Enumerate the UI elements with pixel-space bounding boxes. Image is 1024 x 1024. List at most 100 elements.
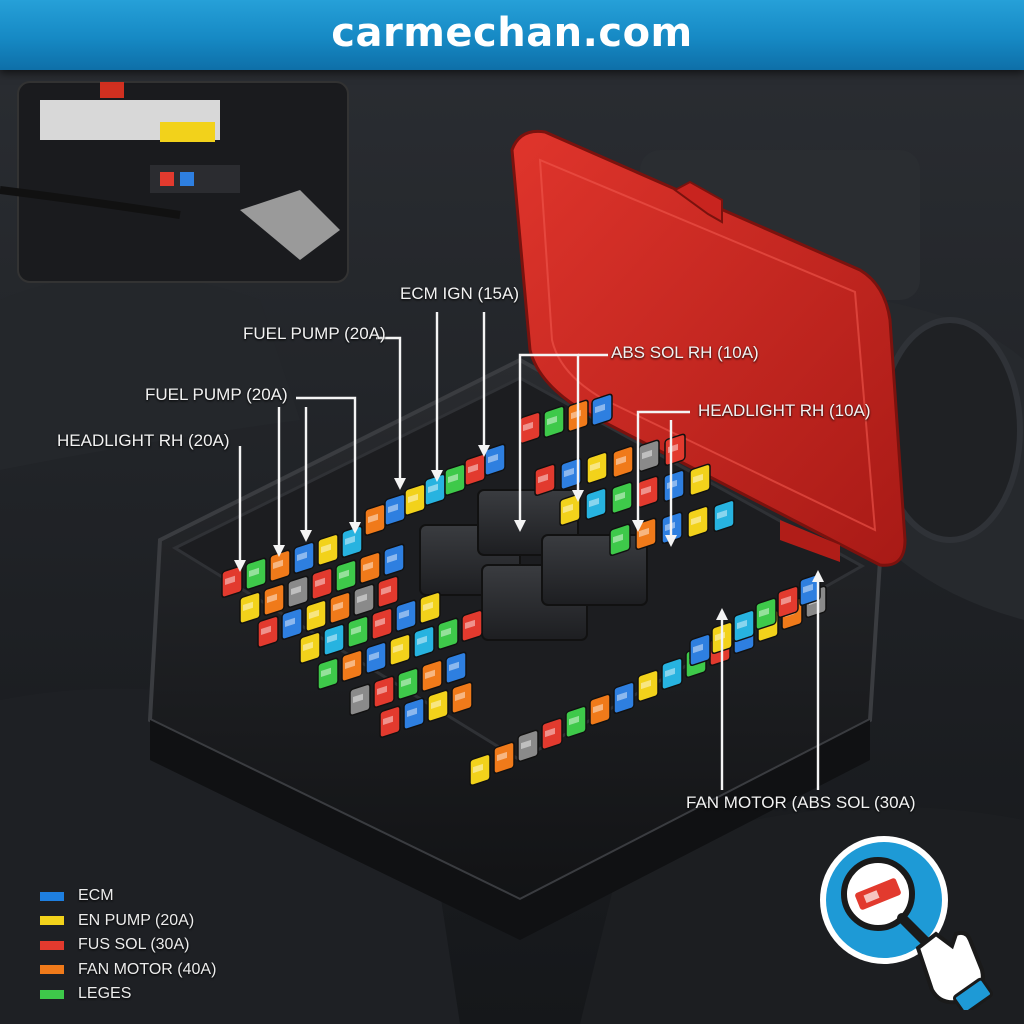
fuse	[637, 475, 659, 509]
fuse	[341, 649, 363, 682]
fuse	[329, 591, 351, 624]
fuse	[293, 541, 315, 574]
fuse	[377, 575, 399, 608]
callout-arrowheads	[234, 445, 824, 620]
fuse	[635, 517, 657, 551]
fuse	[419, 591, 441, 625]
fuse	[559, 493, 581, 527]
legend-label: EN PUMP (20A)	[78, 911, 195, 929]
fuse	[384, 493, 406, 526]
fuse	[317, 533, 339, 566]
fuse	[586, 451, 608, 485]
fuse	[245, 557, 267, 590]
fuse	[383, 543, 405, 576]
fuse	[755, 597, 777, 631]
fuse	[638, 439, 660, 473]
callout-headlight-rh-10a: HEADLIGHT RH (10A)	[698, 401, 871, 420]
fuse	[445, 651, 467, 685]
fuse	[404, 483, 426, 517]
fuse	[299, 631, 321, 664]
fuse	[444, 463, 466, 497]
fuse	[661, 657, 683, 691]
fuse	[349, 683, 371, 716]
battery	[0, 81, 349, 283]
magnifier-fuse-pointer-icon[interactable]	[806, 830, 1006, 1010]
fuse	[371, 607, 393, 640]
fuse	[257, 615, 279, 648]
fuse	[221, 565, 243, 598]
legend-item-ecm: ECM	[40, 884, 216, 909]
callout-fuel-pump-upper: FUEL PUMP (20A)	[243, 324, 386, 343]
legend-label: ECM	[78, 887, 114, 905]
legend-item-en-pump: EN PUMP (20A)	[40, 909, 216, 934]
legend-label: FUS SOL (30A)	[78, 936, 190, 954]
fuse	[541, 717, 563, 751]
fuse	[364, 503, 386, 536]
fuse	[689, 633, 711, 667]
fuse	[612, 445, 634, 479]
fuse	[397, 667, 419, 701]
fuse	[335, 559, 357, 592]
fuse	[281, 607, 303, 640]
fuse	[403, 697, 425, 731]
color-legend: ECM EN PUMP (20A) FUS SOL (30A) FAN MOTO…	[40, 884, 216, 1007]
fuse	[589, 693, 611, 727]
fuse	[464, 453, 486, 487]
legend-label: FAN MOTOR (40A)	[78, 960, 217, 978]
fuse	[427, 689, 449, 723]
site-banner: carmechan.com	[0, 0, 1024, 70]
fuse	[365, 641, 387, 674]
fuse	[287, 575, 309, 608]
callout-abs-sol-rh: ABS SOL RH (10A)	[611, 343, 759, 362]
fuse	[565, 705, 587, 739]
fuse	[687, 505, 709, 539]
fuse	[395, 599, 417, 633]
fuse-array	[221, 393, 827, 787]
callout-ecm-ign: ECM IGN (15A)	[400, 284, 520, 303]
fuse	[609, 523, 631, 557]
fuse	[317, 657, 339, 690]
fuse	[239, 591, 261, 624]
callout-fuel-pump-lower: FUEL PUMP (20A)	[145, 385, 288, 404]
fuse	[451, 681, 473, 715]
legend-swatch	[40, 891, 64, 901]
fuse	[353, 583, 375, 616]
fuse-box-lid	[510, 129, 907, 567]
fuse	[664, 433, 686, 467]
fuse	[493, 741, 515, 775]
fuse	[323, 623, 345, 656]
fuse	[613, 681, 635, 715]
fuse	[777, 585, 799, 619]
legend-swatch	[40, 965, 64, 975]
fuse	[413, 625, 435, 659]
site-title[interactable]: carmechan.com	[331, 10, 693, 56]
fuse	[713, 499, 735, 533]
fuse	[421, 659, 443, 693]
fuse	[373, 675, 395, 708]
fuse	[469, 753, 491, 787]
fuse	[311, 567, 333, 600]
fuse	[484, 443, 506, 477]
fuse	[389, 633, 411, 666]
fuse	[543, 405, 565, 439]
fuse	[534, 463, 556, 497]
fuse	[611, 481, 633, 515]
fuse	[799, 573, 821, 607]
fuse	[689, 463, 711, 497]
fuse	[519, 411, 541, 445]
legend-label: LEGES	[78, 985, 132, 1003]
legend-item-leges: LEGES	[40, 982, 216, 1007]
callout-fan-motor: FAN MOTOR (ABS SOL (30A)	[686, 793, 916, 812]
legend-item-fus-sol: FUS SOL (30A)	[40, 933, 216, 958]
fuse	[359, 551, 381, 584]
fuse	[461, 609, 483, 643]
fuse	[591, 393, 613, 427]
fuse	[733, 609, 755, 643]
fuse	[585, 487, 607, 521]
fuse	[437, 617, 459, 651]
legend-swatch	[40, 940, 64, 950]
fuse	[517, 729, 539, 763]
fuse	[379, 705, 401, 738]
